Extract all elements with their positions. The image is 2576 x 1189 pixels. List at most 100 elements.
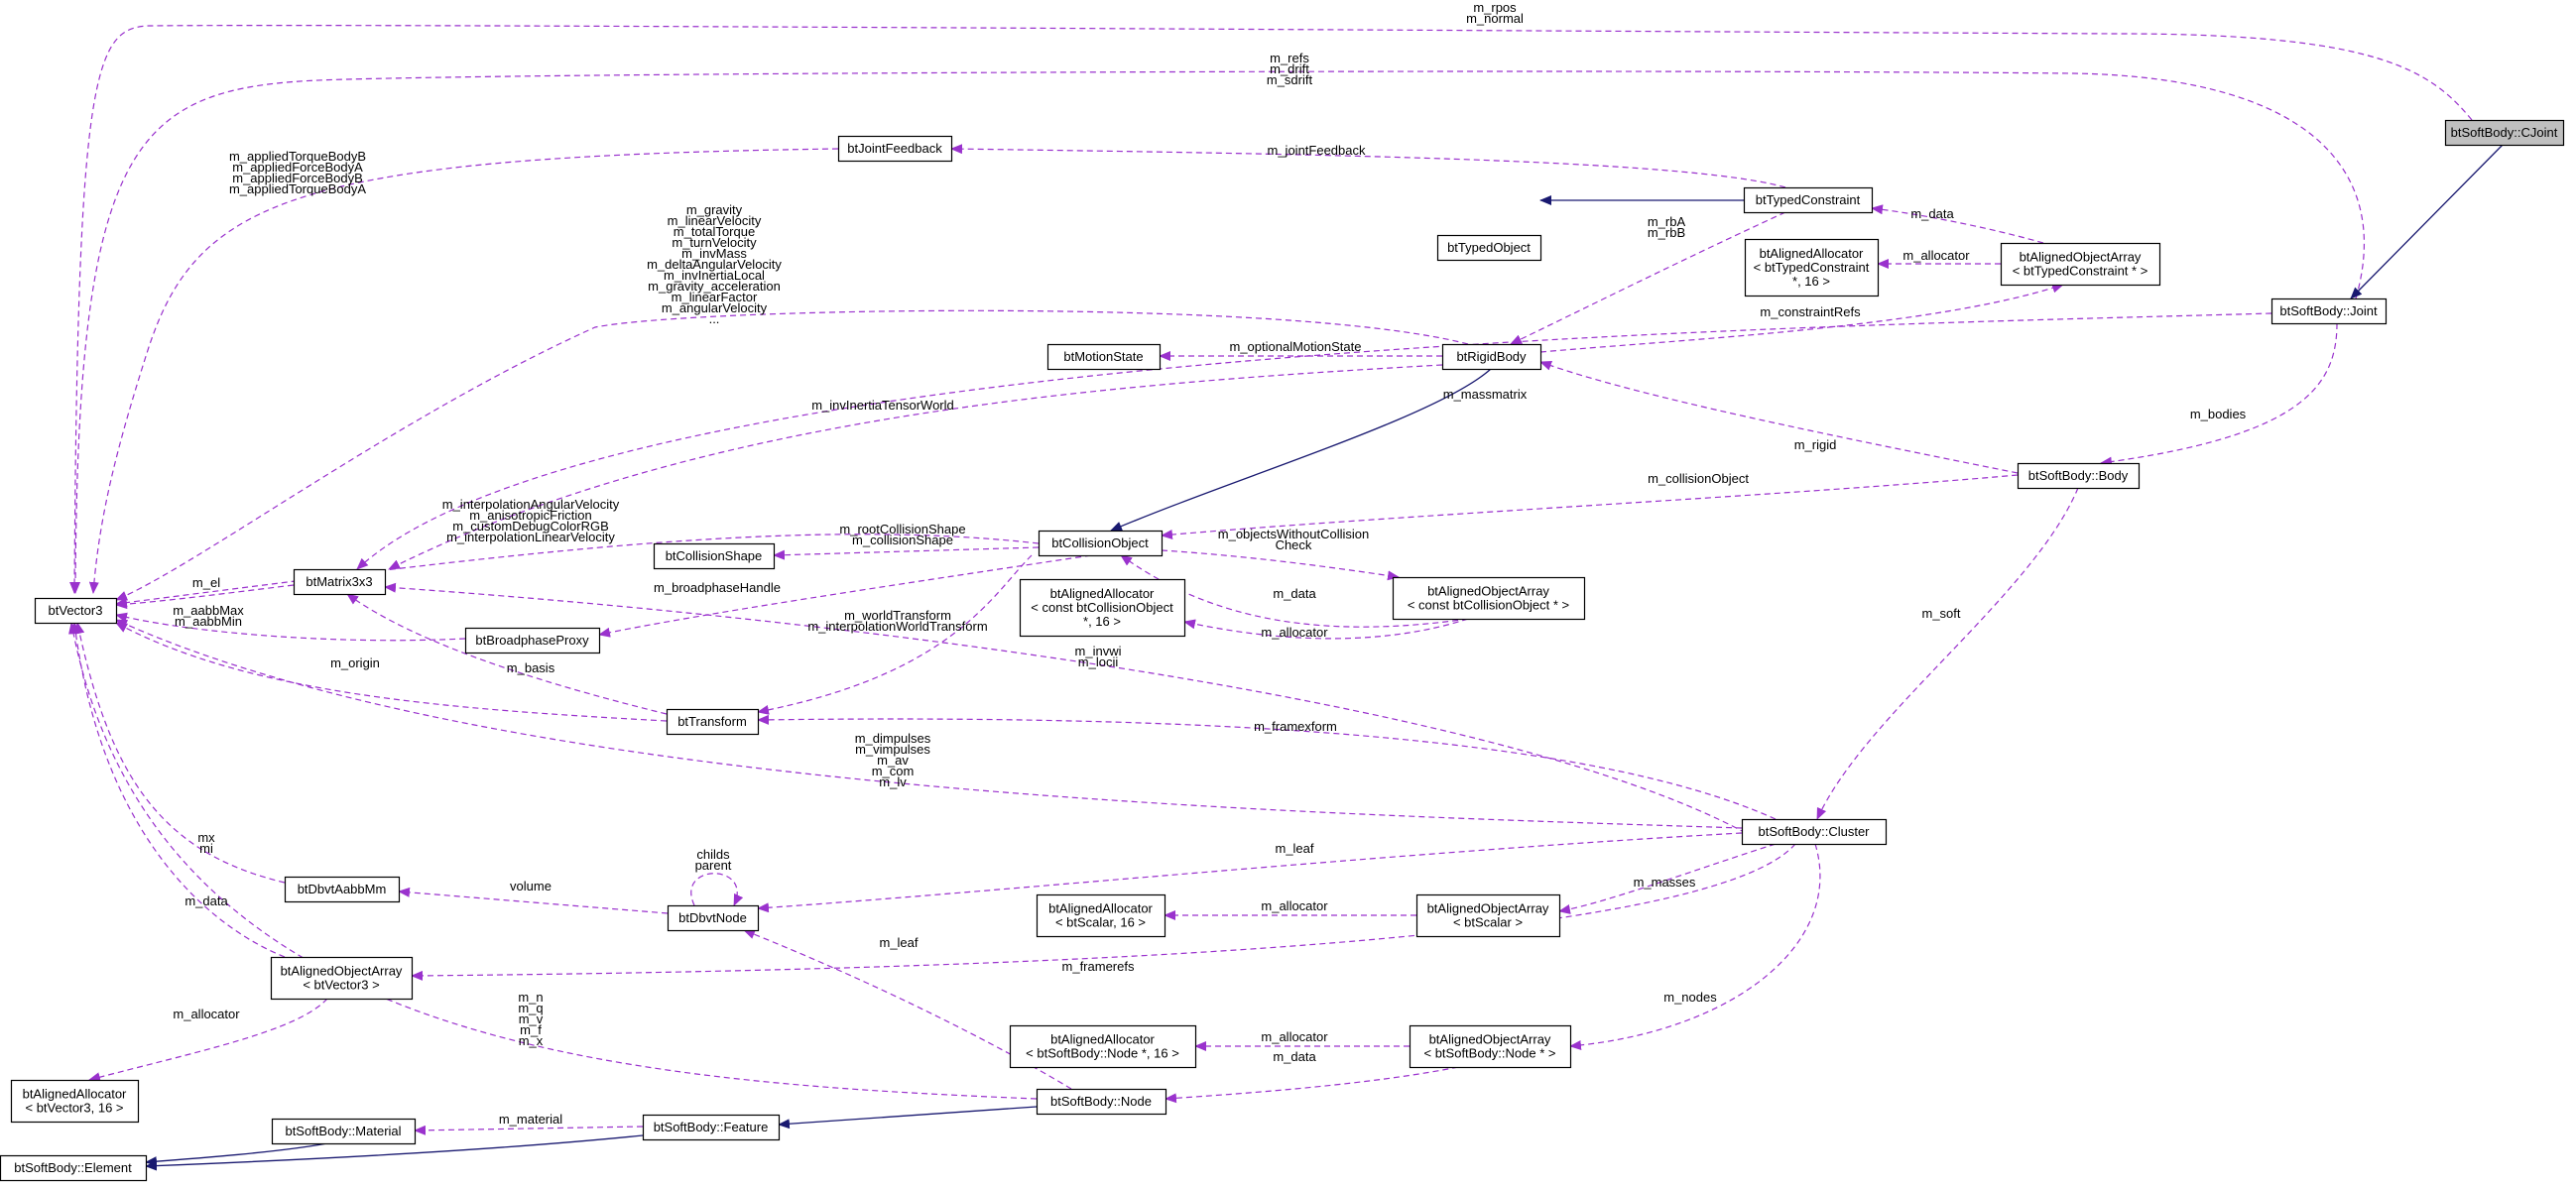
- edge-label: m_framerefs: [1062, 959, 1135, 974]
- edge-label: m_optionalMotionState: [1230, 339, 1362, 354]
- dependency-edge-collobj-v3: [115, 534, 1040, 608]
- edge-path: [69, 25, 2473, 594]
- class-node-box: [2444, 119, 2565, 147]
- class-node-box: [10, 1079, 140, 1124]
- inheritance-edge-inh-feature: [778, 1106, 1038, 1130]
- dependency-edge-node-dbvt: [743, 929, 1072, 1090]
- class-node-typedconstraint[interactable]: btTypedConstraint: [1743, 186, 1874, 214]
- edge-label: m_origin: [330, 655, 380, 670]
- class-node-label: btAlignedObjectArray: [281, 964, 403, 979]
- class-node-label: < btScalar, 16 >: [1055, 915, 1146, 930]
- edge-path: [1539, 283, 2064, 353]
- edge-path: [70, 70, 2365, 594]
- edge-label: m_allocator: [1902, 248, 1970, 263]
- class-node-label: btJointFeedback: [847, 141, 942, 156]
- class-node-label: btCollisionShape: [666, 548, 763, 563]
- class-node-aa-node[interactable]: btAlignedAllocator< btSoftBody::Node *, …: [1009, 1024, 1197, 1069]
- class-node-collobj[interactable]: btCollisionObject: [1038, 530, 1164, 557]
- dependency-edge-tc-rigid: [1510, 211, 1786, 345]
- class-node-transform[interactable]: btTransform: [666, 708, 760, 736]
- edge-path: [414, 1125, 644, 1135]
- edge-label-line: m_bodies: [2190, 407, 2247, 421]
- class-node-aa-scalar[interactable]: btAlignedAllocator< btScalar, 16 >: [1036, 893, 1166, 938]
- edge-label-line: m_normal: [1466, 11, 1524, 26]
- dependency-edge-refs: [70, 70, 2365, 594]
- class-node-vector3[interactable]: btVector3: [34, 597, 118, 625]
- class-node-box: [2000, 242, 2161, 287]
- edge-label-line: m_framerefs: [1062, 959, 1135, 974]
- class-node-aoa-tc[interactable]: btAlignedObjectArray< btTypedConstraint …: [2000, 242, 2161, 287]
- class-node-box: [1415, 893, 1561, 938]
- edge-path: [778, 1106, 1038, 1130]
- class-node-box: [667, 904, 760, 932]
- edge-path: [115, 534, 1040, 608]
- edge-label-line: m_data: [1910, 206, 1954, 221]
- edge-path: [1510, 211, 1786, 345]
- class-node-aoa-scalar[interactable]: btAlignedObjectArray< btScalar >: [1415, 893, 1561, 938]
- class-node-box: [0, 1154, 148, 1182]
- edge-path: [1816, 487, 2079, 820]
- class-node-feature[interactable]: btSoftBody::Feature: [642, 1114, 781, 1141]
- edge-label: m_data: [1910, 206, 1954, 221]
- class-node-collshape[interactable]: btCollisionShape: [653, 542, 776, 570]
- class-node-label: btSoftBody::Body: [2028, 468, 2129, 483]
- class-node-body[interactable]: btSoftBody::Body: [2017, 462, 2141, 490]
- class-node-aoa-v3[interactable]: btAlignedObjectArray< btVector3 >: [270, 956, 414, 1001]
- class-node-label: btSoftBody::Node: [1050, 1094, 1152, 1109]
- edge-label-line: m_optionalMotionState: [1230, 339, 1362, 354]
- edge-label-line: m_collisionShape: [852, 533, 953, 547]
- edge-label-line: m_anisotropicFriction: [469, 508, 592, 523]
- class-node-label: < const btCollisionObject: [1031, 600, 1173, 615]
- class-node-label: btSoftBody::Material: [285, 1124, 401, 1138]
- class-node-joint[interactable]: btSoftBody::Joint: [2270, 297, 2388, 325]
- edge-path: [384, 582, 1747, 834]
- class-node-label: btAlignedAllocator: [1050, 1032, 1155, 1047]
- class-node-label: btDbvtAabbMm: [298, 882, 387, 896]
- dependency-edge-jointfeedback-v3: [88, 148, 839, 594]
- edge-path: [1539, 361, 2019, 474]
- edge-path: [690, 873, 744, 906]
- class-node-aoa-co[interactable]: btAlignedObjectArray< const btCollisionO…: [1392, 576, 1586, 621]
- edge-label-line: m_constraintRefs: [1760, 304, 1861, 319]
- class-node-label: *, 16 >: [1083, 614, 1121, 629]
- edge-label-line: m_el: [192, 575, 220, 590]
- edge-label: m_leaf: [879, 935, 918, 950]
- class-node-rigidbody[interactable]: btRigidBody: [1441, 343, 1542, 371]
- class-node-typedobject[interactable]: btTypedObject: [1436, 234, 1542, 262]
- class-node-cluster[interactable]: btSoftBody::Cluster: [1741, 818, 1888, 846]
- class-node-box: [284, 876, 401, 903]
- class-node-label: btSoftBody::Cluster: [1759, 824, 1871, 839]
- class-node-broadphase[interactable]: btBroadphaseProxy: [464, 627, 601, 654]
- class-node-motionstate[interactable]: btMotionState: [1046, 343, 1162, 371]
- class-node-box: [1046, 343, 1162, 371]
- edge-label: m_soft: [1921, 606, 1960, 621]
- class-node-node[interactable]: btSoftBody::Node: [1036, 1088, 1167, 1116]
- edge-label-line: childs: [696, 847, 730, 862]
- class-node-aoa-node[interactable]: btAlignedObjectArray< btSoftBody::Node *…: [1409, 1024, 1572, 1069]
- dependency-edge-rpos: [69, 25, 2473, 594]
- edge-path: [757, 832, 1743, 913]
- class-node-aa-co[interactable]: btAlignedAllocator< const btCollisionObj…: [1019, 578, 1186, 638]
- class-node-element[interactable]: btSoftBody::Element: [0, 1154, 148, 1182]
- edge-label-line: m_q: [518, 1001, 543, 1015]
- class-node-matrix3x3[interactable]: btMatrix3x3: [293, 568, 387, 596]
- edge-path: [115, 584, 295, 610]
- class-node-dbvtnode[interactable]: btDbvtNode: [667, 904, 760, 932]
- edge-label-line: m_deltaAngularVelocity: [647, 257, 782, 272]
- edge-label: m_masses: [1634, 875, 1696, 890]
- class-node-material[interactable]: btSoftBody::Material: [271, 1118, 417, 1145]
- class-node-aa-v3[interactable]: btAlignedAllocator< btVector3, 16 >: [10, 1079, 140, 1124]
- edge-path: [757, 714, 1777, 820]
- class-node-jointfeedback[interactable]: btJointFeedback: [837, 135, 953, 163]
- dependency-edge-aoanode-node: [1165, 1066, 1459, 1104]
- edge-label-line: ...: [709, 311, 720, 326]
- class-node-cjoint[interactable]: btSoftBody::CJoint: [2444, 119, 2565, 147]
- edge-label: m_allocator: [173, 1007, 240, 1021]
- dependency-edge-cluster-tf: [757, 714, 1777, 820]
- class-node-dbvtaabbmm[interactable]: btDbvtAabbMm: [284, 876, 401, 903]
- class-node-aa-tc[interactable]: btAlignedAllocator< btTypedConstraint *,…: [1744, 238, 1880, 297]
- edge-label: m_allocator: [1261, 1029, 1328, 1044]
- class-node-box: [1744, 238, 1880, 297]
